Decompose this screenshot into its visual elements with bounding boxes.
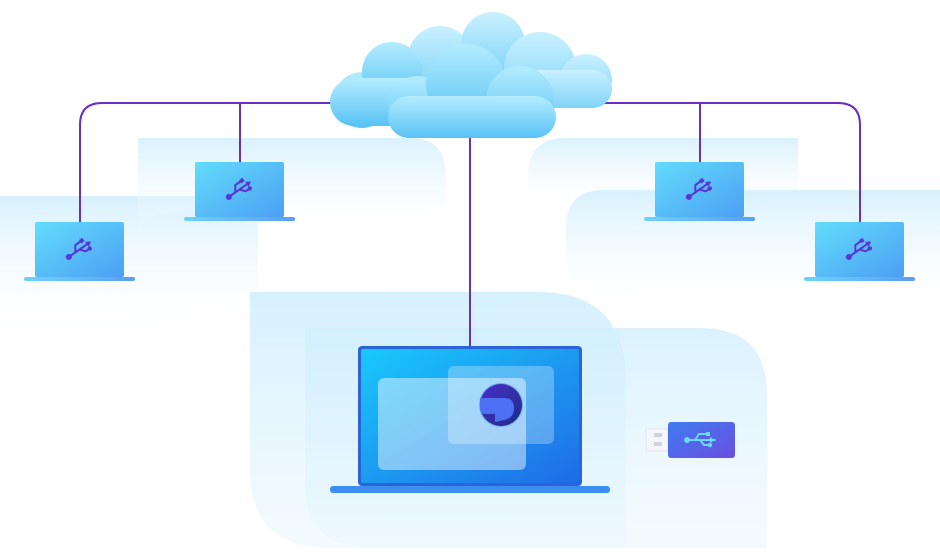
laptop-base	[644, 217, 755, 221]
app-logo-icon[interactable]	[479, 383, 523, 427]
laptop-far-right[interactable]	[804, 222, 915, 281]
cloud-icon	[330, 12, 612, 138]
main-laptop-base	[330, 486, 610, 493]
laptop-base	[24, 277, 135, 281]
laptop-base	[184, 217, 295, 221]
laptop-base	[804, 277, 915, 281]
laptop-left[interactable]	[184, 162, 295, 221]
usb-connector	[646, 429, 668, 451]
laptop-far-left[interactable]	[24, 222, 135, 281]
main-laptop	[330, 346, 610, 493]
laptop-right[interactable]	[644, 162, 755, 221]
